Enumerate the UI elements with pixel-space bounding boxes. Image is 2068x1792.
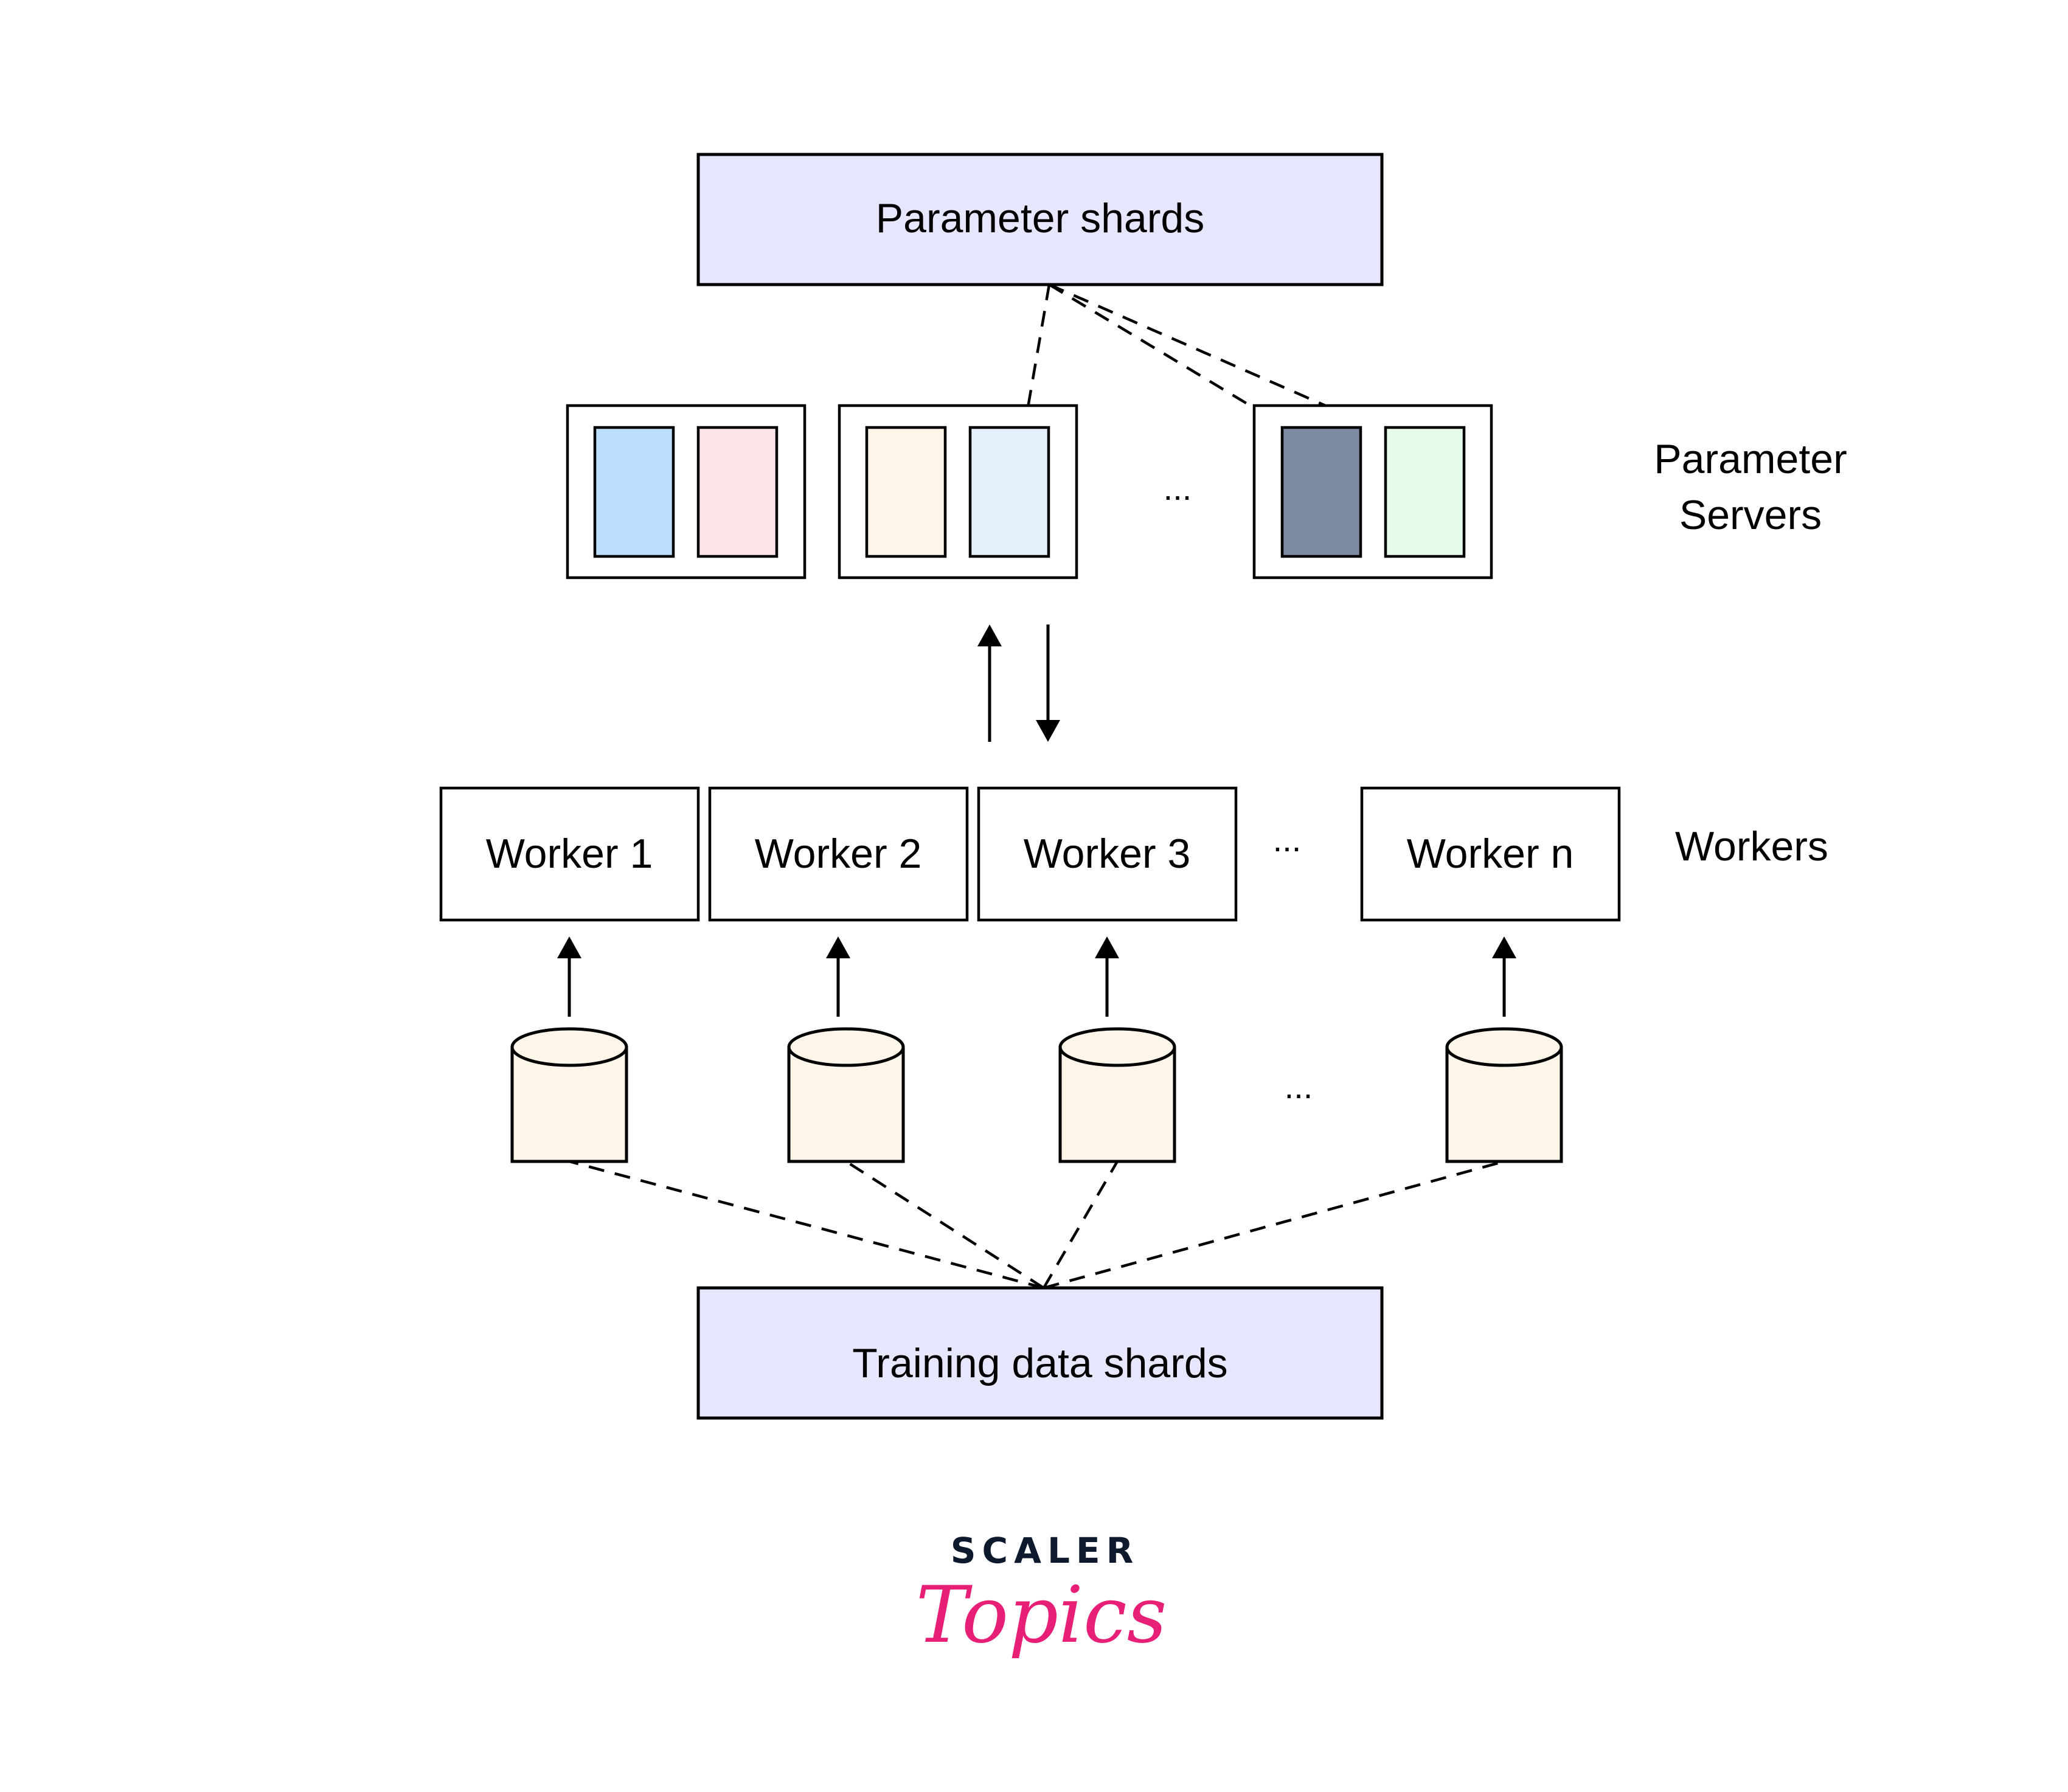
parameter-shard: [593, 426, 675, 558]
parameter-servers: ... Parameter Servers: [566, 404, 1847, 579]
data-connector-line: [569, 1160, 1044, 1290]
worker-box: Worker 1: [439, 786, 700, 922]
workers-ellipsis: ...: [1273, 820, 1302, 859]
workers: Worker 1 Worker 2 Worker 3 Worker n ... …: [439, 786, 1828, 922]
data-connector-line: [1043, 1160, 1505, 1290]
data-connector-line: [1043, 1160, 1119, 1289]
data-connector-line: [845, 1160, 1045, 1289]
worker-box: Worker 3: [977, 786, 1238, 922]
parameter-servers-label-line1: Parameter: [1654, 436, 1847, 482]
worker-label: Worker n: [1407, 831, 1574, 877]
parameter-shard: [696, 426, 779, 558]
pull-arrow-down-icon: [1036, 624, 1060, 742]
parameter-shards-box: Parameter shards: [696, 153, 1384, 286]
data-arrows: [557, 936, 1516, 1017]
database-cylinder-icon: [1445, 1027, 1563, 1163]
parameter-servers-label-line2: Servers: [1679, 492, 1822, 538]
parameter-shards-label: Parameter shards: [876, 195, 1204, 241]
parameter-shard: [865, 426, 947, 558]
parameter-shard: [968, 426, 1050, 558]
worker-label: Worker 1: [486, 831, 653, 877]
logo-product: Topics: [916, 1570, 1167, 1661]
push-arrow-up-icon: [977, 624, 1002, 742]
worker-label: Worker 3: [1024, 831, 1191, 877]
parameter-server: [566, 404, 807, 579]
logo-brand: SCALER: [951, 1530, 1139, 1571]
parameter-server: [1252, 404, 1493, 579]
training-data-shards-box: Training data shards: [696, 1286, 1384, 1420]
scaler-topics-logo: SCALER Topics: [916, 1530, 1167, 1661]
data-shards-ellipsis: ...: [1285, 1067, 1313, 1105]
workers-label: Workers: [1675, 823, 1828, 870]
data-shards: ...: [510, 1027, 1563, 1163]
training-data-shards-label: Training data shards: [852, 1340, 1227, 1386]
arrow-up-icon: [557, 936, 581, 1017]
parameter-shard: [1384, 426, 1466, 558]
worker-box: Worker 2: [708, 786, 969, 922]
arrow-up-icon: [1492, 936, 1516, 1017]
parameter-shard: [1280, 426, 1362, 558]
arrow-up-icon: [826, 936, 850, 1017]
worker-box: Worker n: [1360, 786, 1621, 922]
sync-arrows: [977, 624, 1060, 742]
arrow-up-icon: [1095, 936, 1119, 1017]
servers-ellipsis: ...: [1164, 469, 1192, 507]
worker-label: Worker 2: [755, 831, 922, 877]
parameter-server: [838, 404, 1078, 579]
database-cylinder-icon: [1058, 1027, 1176, 1163]
data-connectors: [569, 1160, 1505, 1290]
database-cylinder-icon: [787, 1027, 905, 1163]
database-cylinder-icon: [510, 1027, 628, 1163]
